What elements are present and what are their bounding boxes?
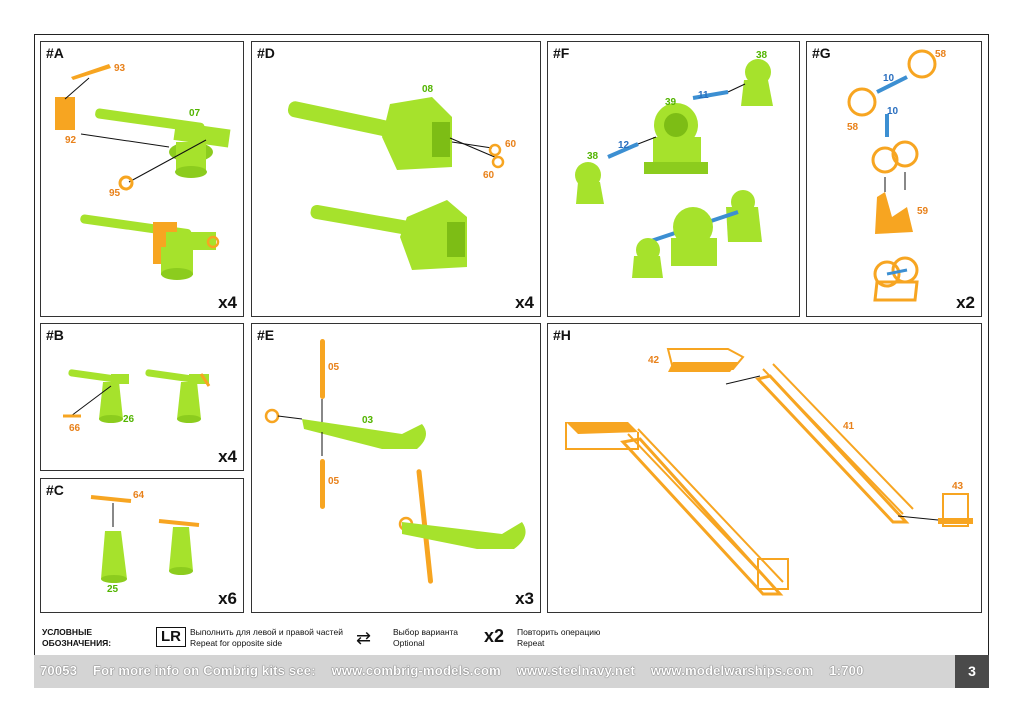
part-43-label: 43 xyxy=(952,481,964,492)
panel-f-drawing: 38 11 39 12 38 xyxy=(575,50,773,278)
part-38b-label: 38 xyxy=(587,151,599,162)
panel-c-drawing: 64 25 xyxy=(90,490,200,595)
kit-number: 70053 xyxy=(40,663,78,678)
url-steelnavy[interactable]: www.steelnavy.net xyxy=(516,663,635,678)
panel-e-drawing: 05 03 05 xyxy=(264,339,526,584)
part-92-label: 92 xyxy=(65,135,77,146)
opt-text-ru: Выбор варианта xyxy=(393,627,459,637)
panel-label: #C xyxy=(46,482,64,498)
part-42-label: 42 xyxy=(648,355,660,366)
legend: УСЛОВНЫЕ ОБОЗНАЧЕНИЯ: LR Выполнить для л… xyxy=(36,620,986,655)
multiplier: x6 xyxy=(218,589,237,608)
url-modelwarships[interactable]: www.modelwarships.com xyxy=(650,663,814,678)
rep-text-en: Repeat xyxy=(517,638,545,648)
multiplier: x3 xyxy=(515,589,534,608)
panel-g-drawing: 10 58 58 10 59 xyxy=(847,49,947,302)
repeat-icon: x2 xyxy=(484,626,505,646)
rep-text-ru: Повторить операцию xyxy=(517,627,601,637)
panel-f: #F 38 11 39 12 38 xyxy=(547,41,800,317)
footer-info: 70053 For more info on Combrig kits see:… xyxy=(40,663,876,678)
panel-h: #H 42 41 43 xyxy=(547,323,982,613)
part-25-label: 25 xyxy=(107,584,119,595)
part-07-label: 07 xyxy=(189,108,201,119)
panel-e: #E 05 03 05 x3 xyxy=(251,323,541,613)
multiplier: x4 xyxy=(218,293,237,312)
panel-b: #B 66 26 x4 xyxy=(40,323,244,471)
part-64-label: 64 xyxy=(133,490,145,501)
panel-a-drawing: 93 92 07 95 xyxy=(55,63,231,280)
panel-d-drawing: 08 60 60 xyxy=(287,84,517,270)
panel-c: #C 64 25 x6 xyxy=(40,478,244,613)
legend-title-line1: УСЛОВНЫЕ xyxy=(42,627,93,637)
part-60a-label: 60 xyxy=(505,139,517,150)
footer-bar: 70053 For more info on Combrig kits see:… xyxy=(34,655,989,688)
part-26-label: 26 xyxy=(123,414,135,425)
panel-label: #H xyxy=(553,327,571,343)
part-10a-label: 10 xyxy=(883,73,895,84)
part-38a-label: 38 xyxy=(756,50,768,61)
part-95-label: 95 xyxy=(109,188,121,199)
part-05a-label: 05 xyxy=(328,362,340,373)
panel-label: #D xyxy=(257,45,275,61)
scale: 1:700 xyxy=(829,663,864,678)
lr-description: Выполнить для левой и правой частей Repe… xyxy=(190,627,343,649)
part-11-label: 11 xyxy=(698,90,709,101)
part-12-label: 12 xyxy=(618,140,630,151)
panel-h-drawing: 42 41 43 xyxy=(565,348,973,596)
lr-text-ru: Выполнить для левой и правой частей xyxy=(190,627,343,637)
opt-text-en: Optional xyxy=(393,638,425,648)
panel-label: #F xyxy=(553,45,570,61)
part-58b-label: 58 xyxy=(847,122,859,133)
legend-title-line2: ОБОЗНАЧЕНИЯ: xyxy=(42,638,112,648)
part-05b-label: 05 xyxy=(328,476,340,487)
panel-label: #G xyxy=(812,45,831,61)
optional-description: Выбор варианта Optional xyxy=(393,627,458,649)
multiplier: x4 xyxy=(218,447,237,466)
panel-d: #D 08 60 60 x4 xyxy=(251,41,541,317)
part-39-label: 39 xyxy=(665,97,677,108)
part-93-label: 93 xyxy=(114,63,126,74)
lr-icon: LR xyxy=(156,627,186,647)
panel-label: #A xyxy=(46,45,64,61)
part-41-label: 41 xyxy=(843,421,855,432)
legend-title: УСЛОВНЫЕ ОБОЗНАЧЕНИЯ: xyxy=(42,627,111,649)
multiplier: x4 xyxy=(515,293,534,312)
part-10b-label: 10 xyxy=(887,106,899,117)
lr-text-en: Repeat for opposite side xyxy=(190,638,283,648)
panel-label: #E xyxy=(257,327,275,343)
panel-b-drawing: 66 26 xyxy=(63,369,211,434)
part-08-label: 08 xyxy=(422,84,434,95)
panel-label: #B xyxy=(46,327,64,343)
repeat-description: Повторить операцию Repeat xyxy=(517,627,600,649)
part-59-label: 59 xyxy=(917,206,929,217)
part-60b-label: 60 xyxy=(483,170,495,181)
part-58a-label: 58 xyxy=(935,49,947,60)
part-03-label: 03 xyxy=(362,415,374,426)
multiplier: x2 xyxy=(956,293,975,312)
page-number: 3 xyxy=(955,655,989,688)
part-66-label: 66 xyxy=(69,423,81,434)
panel-a: #A 93 92 07 95 x4 xyxy=(40,41,244,317)
url-combrig[interactable]: www.combrig-models.com xyxy=(331,663,501,678)
info-text: For more info on Combrig kits see: xyxy=(92,663,316,678)
panel-g: #G 10 58 58 10 59 x2 xyxy=(806,41,982,317)
optional-icon: ⇄ xyxy=(356,628,372,648)
